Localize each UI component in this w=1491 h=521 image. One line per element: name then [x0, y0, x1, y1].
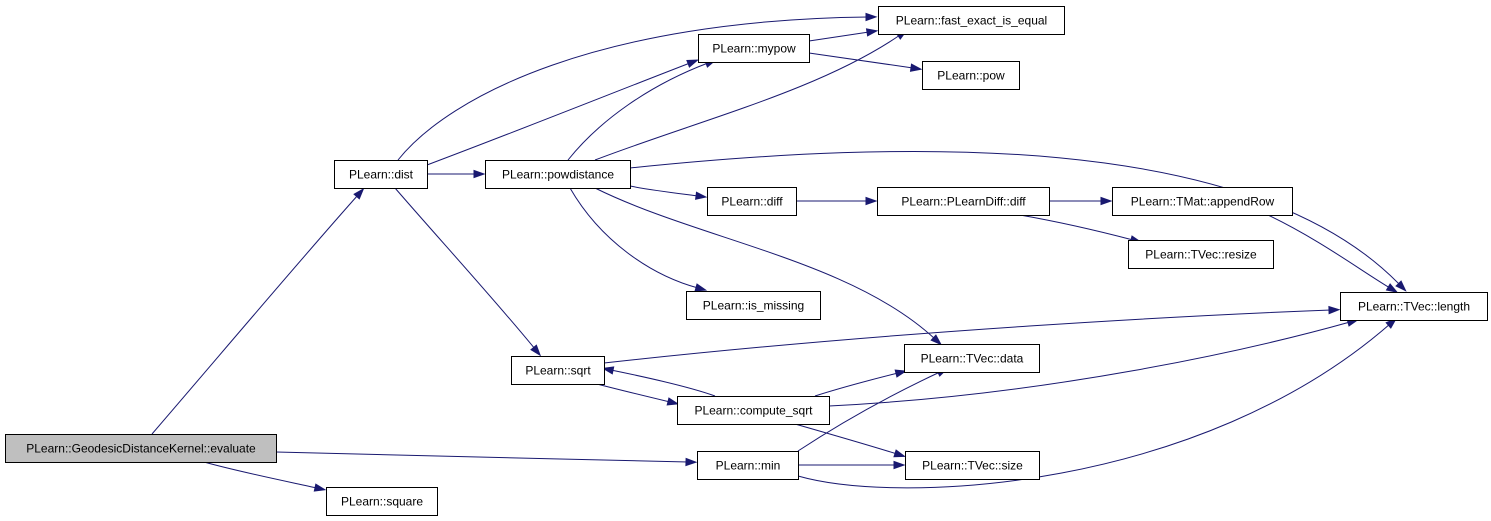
edge-sqrt-to-compute_sqrt: [596, 383, 680, 406]
node-label: PLearn::TMat::appendRow: [1131, 195, 1275, 209]
arrowhead-icon: [694, 283, 708, 292]
edge-powdistance-to-diff: [629, 185, 708, 200]
arrowhead-icon: [865, 196, 878, 206]
node-appendRow[interactable]: PLearn::TMat::appendRow: [1112, 187, 1293, 216]
node-label: PLearn::pow: [937, 69, 1005, 83]
edge-dist-to-mypow: [426, 59, 699, 166]
edge-compute_sqrt-to-data: [814, 369, 908, 397]
edge-mypow-to-fast_exact_is_equal: [808, 28, 879, 42]
arrowhead-icon: [909, 63, 923, 72]
call-graph-edges: [151, 12, 1407, 492]
edge-evaluate-to-dist: [151, 187, 365, 435]
node-pow[interactable]: PLearn::pow: [922, 61, 1020, 90]
edge-dist-to-fast_exact_is_equal: [397, 12, 878, 161]
edge-min-to-length: [797, 317, 1398, 489]
arrowhead-icon: [353, 187, 365, 200]
edge-powdistance-to-is_missing: [569, 187, 708, 292]
node-sqrt[interactable]: PLearn::sqrt: [511, 356, 605, 385]
node-min[interactable]: PLearn::min: [697, 451, 799, 480]
edge-pldiff-to-appendRow: [1049, 196, 1113, 206]
arrowhead-icon: [313, 483, 327, 492]
edge-appendRow-to-length: [1267, 214, 1399, 293]
edge-sqrt-to-length: [603, 305, 1341, 364]
node-label: PLearn::TVec::length: [1358, 300, 1470, 314]
node-mypow[interactable]: PLearn::mypow: [698, 34, 810, 63]
arrowhead-icon: [530, 344, 542, 357]
arrowhead-icon: [893, 449, 907, 458]
node-pldiff[interactable]: PLearn::PLearnDiff::diff: [877, 187, 1050, 216]
edge-mypow-to-pow: [808, 52, 923, 72]
node-label: PLearn::powdistance: [502, 168, 614, 182]
node-label: PLearn::dist: [349, 168, 414, 182]
node-label: PLearn::GeodesicDistanceKernel::evaluate: [26, 442, 256, 456]
arrowhead-icon: [695, 191, 708, 200]
node-length[interactable]: PLearn::TVec::length: [1340, 292, 1488, 321]
edge-compute_sqrt-to-size: [794, 423, 907, 458]
edge-powdistance-to-mypow: [567, 59, 717, 161]
node-diff[interactable]: PLearn::diff: [707, 187, 797, 216]
node-label: PLearn::mypow: [712, 42, 796, 56]
arrowhead-icon: [1385, 283, 1399, 293]
node-powdistance[interactable]: PLearn::powdistance: [485, 160, 631, 189]
arrowhead-icon: [930, 334, 943, 346]
node-size[interactable]: PLearn::TVec::size: [905, 451, 1040, 480]
arrowhead-icon: [1328, 305, 1341, 315]
edge-powdistance-to-data: [594, 187, 943, 346]
node-label: PLearn::fast_exact_is_equal: [896, 14, 1047, 28]
arrowhead-icon: [1100, 196, 1113, 206]
arrowhead-icon: [893, 460, 906, 470]
edge-dist-to-powdistance: [427, 169, 486, 179]
call-graph-nodes: PLearn::GeodesicDistanceKernel::evaluate…: [5, 6, 1488, 516]
edge-pldiff-to-resize: [1019, 214, 1143, 244]
node-square[interactable]: PLearn::square: [326, 487, 438, 516]
arrowhead-icon: [686, 59, 699, 68]
node-resize[interactable]: PLearn::TVec::resize: [1128, 240, 1274, 269]
node-label: PLearn::PLearnDiff::diff: [901, 195, 1026, 209]
edge-compute_sqrt-to-sqrt: [601, 366, 716, 397]
edge-diff-to-pldiff: [796, 196, 878, 206]
arrowhead-icon: [666, 397, 680, 406]
node-label: PLearn::min: [716, 459, 781, 473]
arrowhead-icon: [1395, 280, 1407, 292]
node-dist[interactable]: PLearn::dist: [334, 160, 428, 189]
node-label: PLearn::diff: [721, 195, 783, 209]
arrowhead-icon: [894, 369, 908, 378]
node-compute-sqrt[interactable]: PLearn::compute_sqrt: [677, 396, 830, 425]
edge-powdistance-to-length: [629, 150, 1407, 292]
edge-evaluate-to-square: [203, 461, 327, 492]
node-label: PLearn::is_missing: [703, 299, 804, 313]
arrowhead-icon: [685, 457, 698, 467]
node-is-missing[interactable]: PLearn::is_missing: [686, 291, 821, 320]
node-data[interactable]: PLearn::TVec::data: [904, 344, 1040, 373]
node-label: PLearn::TVec::resize: [1145, 248, 1257, 262]
arrowhead-icon: [601, 366, 615, 375]
arrowhead-icon: [473, 169, 486, 179]
edge-evaluate-to-min: [275, 451, 698, 467]
node-label: PLearn::sqrt: [525, 364, 591, 378]
node-label: PLearn::square: [341, 495, 423, 509]
node-evaluate[interactable]: PLearn::GeodesicDistanceKernel::evaluate: [5, 434, 277, 463]
edge-dist-to-sqrt: [394, 187, 542, 357]
edge-min-to-size: [798, 460, 906, 470]
arrowhead-icon: [865, 12, 878, 22]
node-fast-exact-is-equal[interactable]: PLearn::fast_exact_is_equal: [878, 6, 1065, 35]
arrowhead-icon: [865, 28, 879, 37]
node-label: PLearn::TVec::size: [922, 459, 1023, 473]
node-label: PLearn::TVec::data: [921, 352, 1024, 366]
node-label: PLearn::compute_sqrt: [694, 404, 813, 418]
